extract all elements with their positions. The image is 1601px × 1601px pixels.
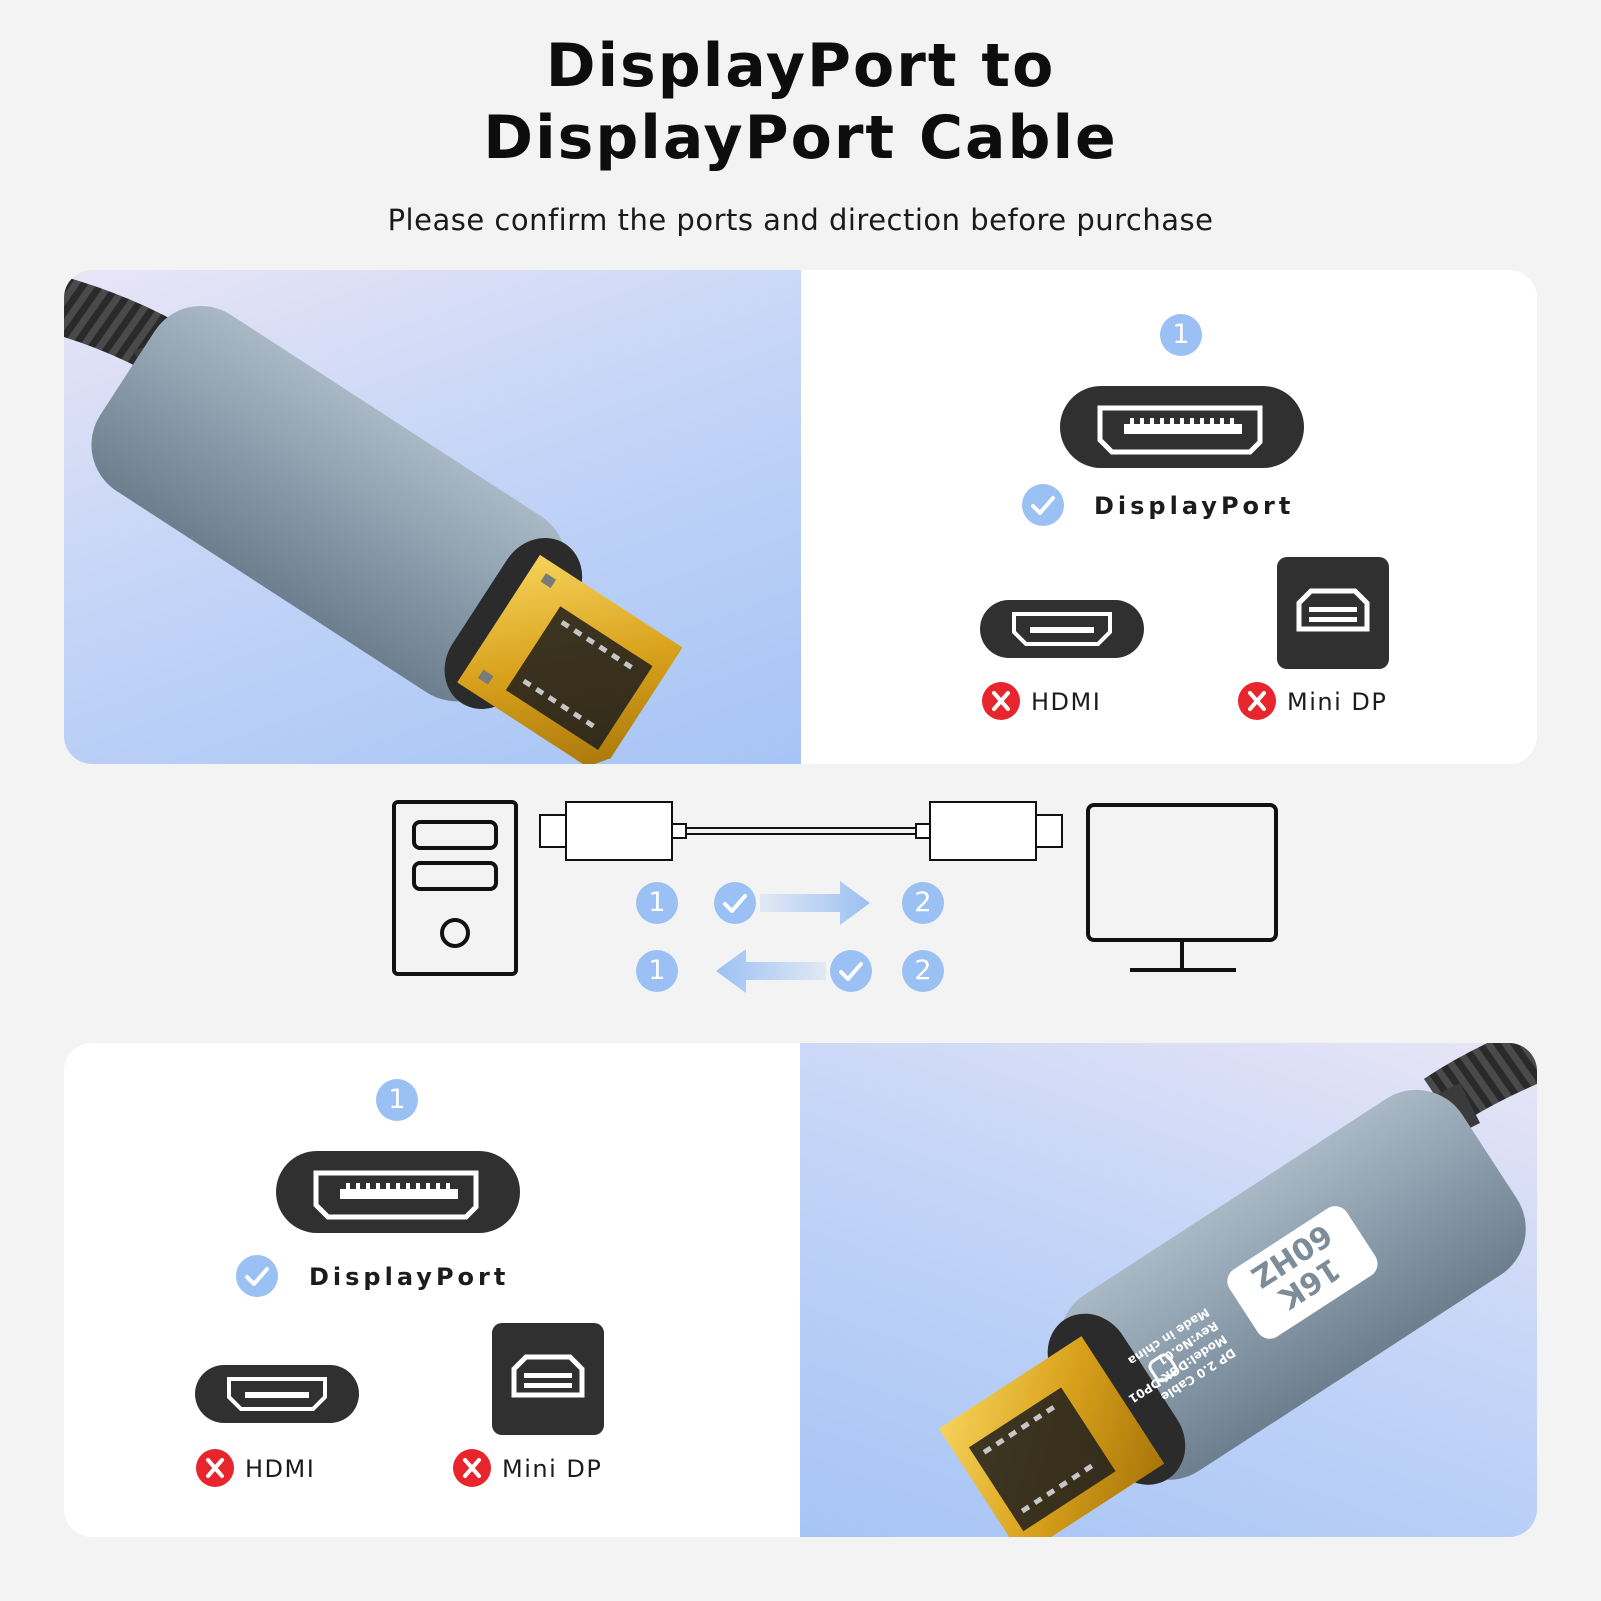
x-icon [453,1449,491,1487]
mini-dp-label: Mini DP [1287,688,1388,716]
displayport-label: DisplayPort [309,1263,510,1291]
end-b-badge: 2 [902,950,944,992]
check-icon [236,1255,278,1297]
monitor-icon [1086,803,1278,972]
end-a-badge: 1 [636,950,678,992]
displayport-port-icon [1060,386,1304,468]
connector-photo-right: 16K 60HZ DP 2.0 Cable Model:DGK-DP01 Rev… [800,1043,1537,1537]
title-line-1: DisplayPort to [545,31,1056,101]
bottom-panel: 1 DisplayPort HDMI Mini DP [64,1043,1537,1537]
hdmi-port-icon [980,600,1144,658]
check-icon [1022,484,1064,526]
x-icon [1238,682,1276,720]
mini-dp-label: Mini DP [502,1455,603,1483]
mini-dp-port-icon [492,1323,604,1435]
pc-tower-icon [392,800,518,976]
page-title: DisplayPort to DisplayPort Cable [0,30,1601,174]
hdmi-port-icon [195,1365,359,1423]
x-icon [196,1449,234,1487]
mini-dp-port-icon [1277,557,1389,669]
end-a-badge: 1 [636,882,678,924]
displayport-label: DisplayPort [1094,492,1295,520]
connector-photo-left [64,270,801,764]
hdmi-label: HDMI [245,1455,316,1483]
diagram-lines [392,800,1278,993]
displayport-port-icon [276,1151,520,1233]
step-number-badge: 1 [1160,314,1202,356]
arrow-right-icon [760,881,870,925]
top-panel: 1 DisplayPort HDMI Mini DP [64,270,1537,764]
end-b-badge: 2 [902,882,944,924]
cable-diagram-icon [539,801,1063,861]
step-number-badge: 1 [376,1079,418,1121]
title-line-2: DisplayPort Cable [483,103,1118,173]
check-icon [830,950,872,992]
page-subtitle: Please confirm the ports and direction b… [387,203,1214,237]
connection-diagram: 1 2 1 2 [0,780,1601,1000]
check-icon [714,882,756,924]
hdmi-label: HDMI [1031,688,1102,716]
x-icon [982,682,1020,720]
dp-logo-icon [1148,1353,1178,1383]
arrow-left-icon [716,949,826,993]
